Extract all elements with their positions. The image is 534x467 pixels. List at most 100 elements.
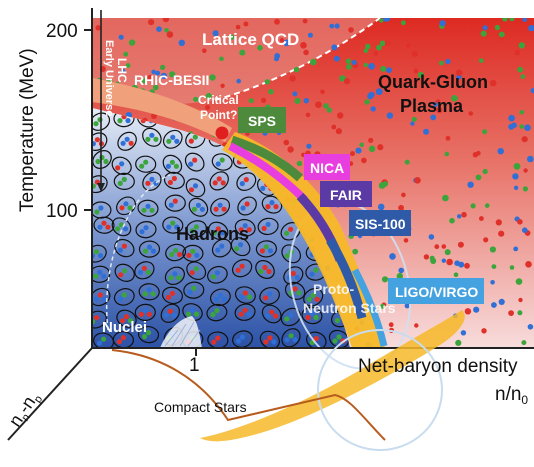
quark-dot	[489, 79, 497, 87]
quark-dot	[365, 43, 371, 50]
quark-dot	[411, 116, 417, 122]
hadron	[93, 216, 115, 234]
hadron	[209, 288, 231, 307]
quark-dot	[404, 303, 410, 309]
quark-dot	[120, 69, 126, 74]
quark-dot	[525, 261, 532, 268]
quark-dot	[264, 79, 270, 85]
quark-dot	[331, 44, 338, 51]
quark-dot	[527, 155, 534, 163]
quark-dot	[384, 40, 391, 47]
hadron	[114, 238, 135, 258]
quark-dot	[294, 97, 301, 104]
quark-dot	[209, 74, 216, 81]
quark-dot	[509, 18, 515, 22]
quark-dot	[351, 60, 357, 65]
hadron	[207, 331, 229, 348]
quark-dot	[401, 192, 406, 198]
quark-dot	[528, 24, 534, 32]
quark-dot	[429, 255, 435, 261]
hadron	[186, 261, 207, 281]
quark-dot	[518, 297, 523, 303]
hadron	[259, 330, 281, 348]
quark-dot	[118, 34, 124, 40]
quark-dot	[386, 67, 392, 73]
proto-neutron-label-line2: Neutron Stars	[303, 300, 396, 316]
quark-dot	[502, 18, 508, 22]
quark-dot	[497, 148, 504, 155]
y-tick-label-100: 100	[46, 201, 78, 222]
quark-dot	[441, 258, 446, 263]
hadron	[114, 263, 135, 282]
quark-dot	[436, 107, 443, 114]
hadron	[230, 237, 251, 257]
x-axis-label: Net-baryon density	[358, 356, 518, 377]
axes	[7, 8, 534, 441]
hadron	[137, 325, 160, 344]
hadron	[211, 153, 233, 171]
hadron	[211, 238, 232, 258]
quark-dot	[398, 267, 405, 274]
hadron	[234, 286, 256, 304]
hadron	[164, 194, 186, 212]
hadron	[165, 243, 187, 262]
hadron	[117, 131, 137, 151]
hadron	[259, 286, 280, 305]
quark-dot	[274, 18, 280, 25]
lhc-label-line1: LHC	[115, 58, 129, 83]
quark-dot	[323, 103, 329, 109]
hadron	[188, 197, 209, 217]
quark-dot	[522, 18, 528, 23]
quark-dot	[155, 70, 161, 76]
hadron	[261, 195, 283, 214]
hadron	[164, 266, 185, 286]
quark-dot	[498, 230, 505, 237]
proto-neutron-label-line1: Proto-	[313, 281, 355, 297]
hadron	[210, 197, 231, 217]
quark-dot	[464, 262, 470, 269]
hadron-dashed-contour	[106, 174, 171, 331]
quark-dot	[164, 28, 169, 33]
phase-transition-band	[222, 132, 385, 348]
quark-dot	[310, 58, 317, 66]
hadron	[160, 303, 180, 323]
hadron	[113, 288, 135, 306]
quark-dot	[482, 129, 488, 135]
quark-dot	[268, 89, 274, 95]
hadron	[208, 221, 229, 240]
quark-dot	[160, 72, 168, 80]
quark-dot	[377, 144, 384, 151]
hadron	[301, 306, 323, 325]
quark-dot	[498, 298, 505, 305]
quark-dot	[337, 112, 344, 119]
hadron	[142, 171, 162, 191]
quark-dot	[464, 308, 472, 315]
quark-dot	[279, 37, 285, 43]
quark-dot	[305, 112, 311, 118]
y-axis-label: Temperature (MeV)	[17, 48, 38, 212]
hadron	[209, 171, 229, 191]
quark-dot	[451, 95, 458, 102]
fair-badge	[320, 181, 372, 207]
quark-dot	[455, 339, 462, 346]
nica-label: NICA	[310, 160, 344, 176]
quark-dot	[302, 18, 308, 24]
quark-dot	[467, 181, 474, 188]
quark-dot	[480, 30, 487, 37]
quark-dot	[508, 310, 514, 316]
quark-dot	[257, 45, 263, 51]
hadron	[113, 172, 135, 191]
quark-dot	[417, 71, 425, 79]
quark-dot	[434, 244, 440, 250]
lhc-label-line2: Early Universe	[103, 40, 115, 116]
quark-dot	[303, 49, 309, 56]
quark-dot	[156, 26, 162, 32]
quark-dot	[449, 217, 455, 224]
quark-dot	[382, 181, 388, 187]
sps-label: SPS	[248, 113, 276, 129]
hadrons-label: Hadrons	[176, 224, 249, 244]
quark-dot	[404, 159, 410, 165]
quark-dot	[388, 322, 394, 328]
quark-dot	[423, 128, 430, 135]
quark-dot	[433, 102, 438, 107]
